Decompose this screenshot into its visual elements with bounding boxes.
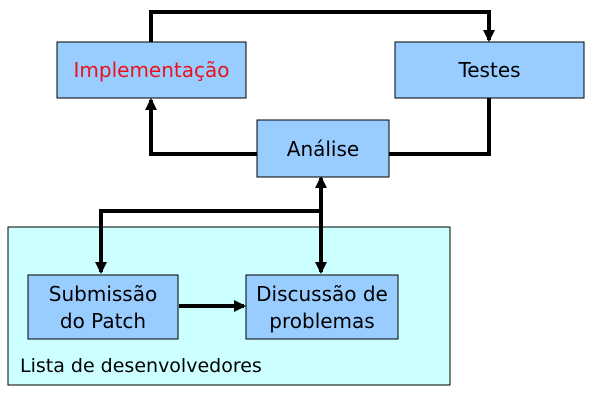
node-testes-label: Testes <box>457 58 520 82</box>
node-submissao-label-line1: Submissão <box>49 282 157 306</box>
node-analise: Análise <box>256 119 390 178</box>
node-implementacao: Implementação <box>56 41 247 99</box>
arrow-implementacao-to-testes <box>149 10 495 42</box>
node-analise-label: Análise <box>287 137 359 161</box>
arrow-analise-to-implementacao <box>145 98 257 156</box>
developer-list-label: Lista de desenvolvedores <box>20 355 262 377</box>
node-testes: Testes <box>394 41 585 99</box>
node-discussao-label-line1: Discussão de <box>256 282 388 306</box>
node-submissao: Submissão do Patch <box>27 274 179 340</box>
node-submissao-label-line2: do Patch <box>60 309 146 333</box>
line-testes-to-analise <box>389 98 491 156</box>
node-implementacao-label: Implementação <box>74 58 230 82</box>
arrow-analise-to-submissao <box>95 209 321 274</box>
node-discussao-label-line2: problemas <box>269 309 374 333</box>
node-discussao: Discussão de problemas <box>245 274 399 340</box>
